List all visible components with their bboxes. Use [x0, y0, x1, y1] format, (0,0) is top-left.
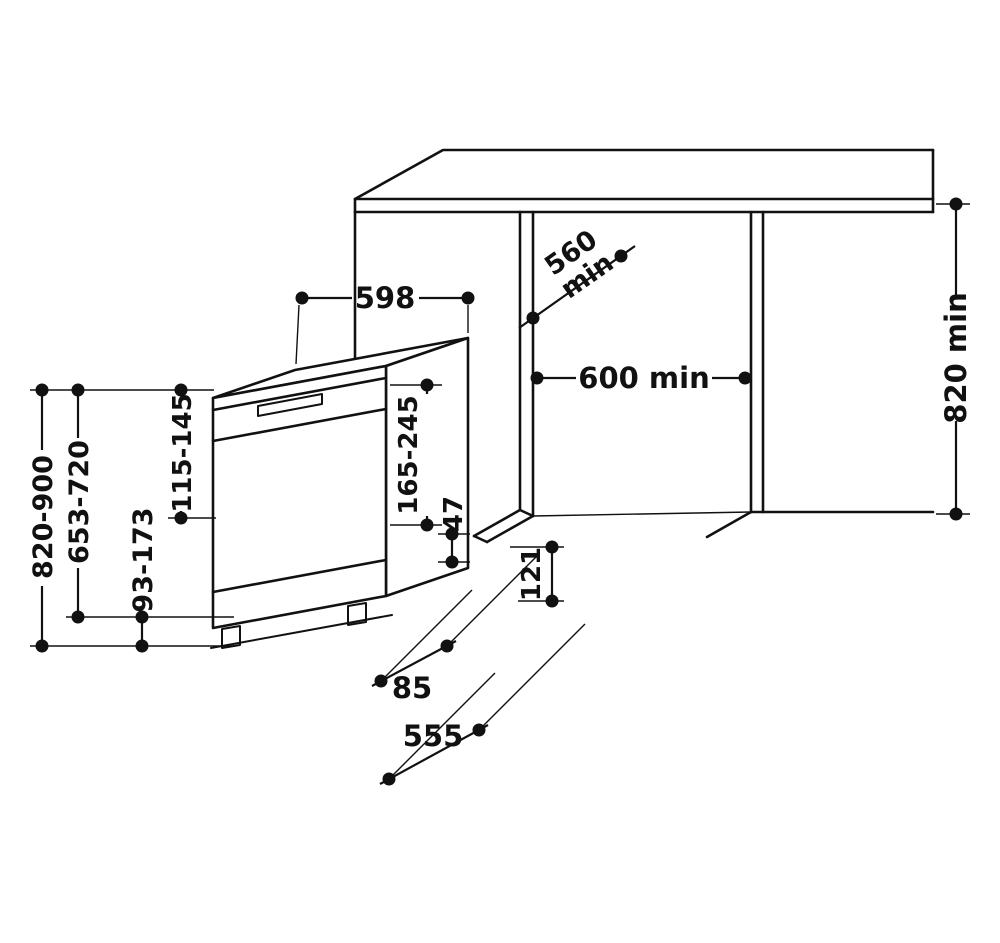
- dishwasher: [210, 336, 470, 649]
- dim-115-145-label: 115-145: [168, 393, 198, 512]
- dim-85-label: 85: [392, 671, 432, 705]
- dimension-endpoint-dot: [71, 610, 85, 624]
- dimension-endpoint-dot: [174, 383, 188, 397]
- dim-47-label: 47: [439, 496, 469, 532]
- dim-653-720: 653-720: [64, 383, 95, 624]
- dim-555-line: [379, 724, 489, 785]
- dimension-endpoint-dot: [461, 291, 475, 305]
- door-bottom-line: [211, 558, 388, 594]
- dim-555-ext-right: [478, 623, 586, 731]
- dimension-endpoint-dot: [295, 291, 309, 305]
- dimension-endpoint-dot: [135, 610, 149, 624]
- dim-93-173-label: 93-173: [128, 507, 159, 612]
- dimension-endpoint-dot: [545, 594, 559, 608]
- dimension-endpoint-dot: [949, 197, 963, 211]
- dim-93-173: 93-173: [128, 507, 159, 653]
- dim-121-label: 121: [517, 547, 547, 601]
- dimension-endpoint-dot: [545, 540, 559, 554]
- dimension-endpoint-dot: [420, 518, 434, 532]
- dimension-endpoint-dot: [135, 639, 149, 653]
- dishwasher-front-face: [211, 364, 388, 630]
- dimension-endpoint-dot: [382, 772, 396, 786]
- dim-600-min: 600 min: [530, 361, 752, 395]
- dimension-endpoint-dot: [420, 378, 434, 392]
- dim-820-900: 820-900: [28, 383, 59, 653]
- dim-555-label: 555: [403, 719, 464, 753]
- dim-165-245-label: 165-245: [394, 395, 424, 514]
- dim-598-ext-left: [295, 304, 300, 365]
- dim-820-900-label: 820-900: [28, 455, 59, 579]
- dimension-endpoint-dot: [738, 371, 752, 385]
- cabinet-side-panel: [532, 210, 935, 539]
- dim-555-ext-left: [388, 672, 496, 780]
- dimension-endpoint-dot: [440, 639, 454, 653]
- control-panel-handle: [257, 393, 323, 417]
- dishwasher-foot-left: [221, 625, 241, 649]
- dim-820-min: 820 min: [936, 197, 973, 521]
- niche-right-wall-bottom-cap: [518, 508, 535, 518]
- dimension-endpoint-dot: [614, 249, 628, 263]
- side-panel-floor-diagonal: [705, 510, 753, 539]
- dim-85: 85: [371, 554, 539, 705]
- dimension-endpoint-dot: [472, 723, 486, 737]
- floor-contact-line: [210, 614, 393, 649]
- dim-600-min-label: 600 min: [578, 361, 709, 395]
- dim-653-720-label: 653-720: [64, 440, 95, 564]
- dim-47: 47: [438, 496, 470, 569]
- dishwasher-foot-right: [347, 602, 367, 626]
- control-panel-top-line: [211, 376, 388, 412]
- worktop-top-surface-edge: [353, 148, 935, 201]
- floor-line-niche: [532, 511, 752, 517]
- dimension-endpoint-dot: [71, 383, 85, 397]
- dim-598: 598: [295, 281, 475, 365]
- dim-121: 121: [510, 540, 564, 608]
- control-panel-bottom-line: [211, 407, 388, 443]
- dim-165-245: 165-245: [390, 378, 442, 532]
- dimension-endpoint-dot: [445, 555, 459, 569]
- dim-85-ext-right: [446, 554, 539, 647]
- niche-right-wall-floor-diagonal-outer: [472, 508, 522, 538]
- niche-right-wall: [472, 210, 535, 544]
- worktop: [353, 148, 935, 214]
- dimension-endpoint-dot: [174, 511, 188, 525]
- dim-560-min: 560 min: [518, 224, 636, 329]
- dimension-endpoint-dot: [949, 507, 963, 521]
- niche-right-wall-floor-cap: [472, 534, 489, 544]
- dim-85-ext-left: [380, 589, 473, 682]
- dimension-endpoint-dot: [35, 639, 49, 653]
- dim-555: 555: [379, 623, 586, 786]
- dimension-endpoint-dot: [35, 383, 49, 397]
- dimension-endpoint-dot: [445, 527, 459, 541]
- dim-598-label: 598: [355, 281, 416, 315]
- dimension-endpoint-dot: [530, 371, 544, 385]
- dim-115-145: 115-145: [168, 383, 198, 525]
- niche-right-wall-floor-diagonal-inner: [485, 514, 535, 544]
- dim-820-min-label: 820 min: [939, 292, 973, 423]
- dimension-endpoint-dot: [526, 311, 540, 325]
- dimension-endpoint-dot: [374, 674, 388, 688]
